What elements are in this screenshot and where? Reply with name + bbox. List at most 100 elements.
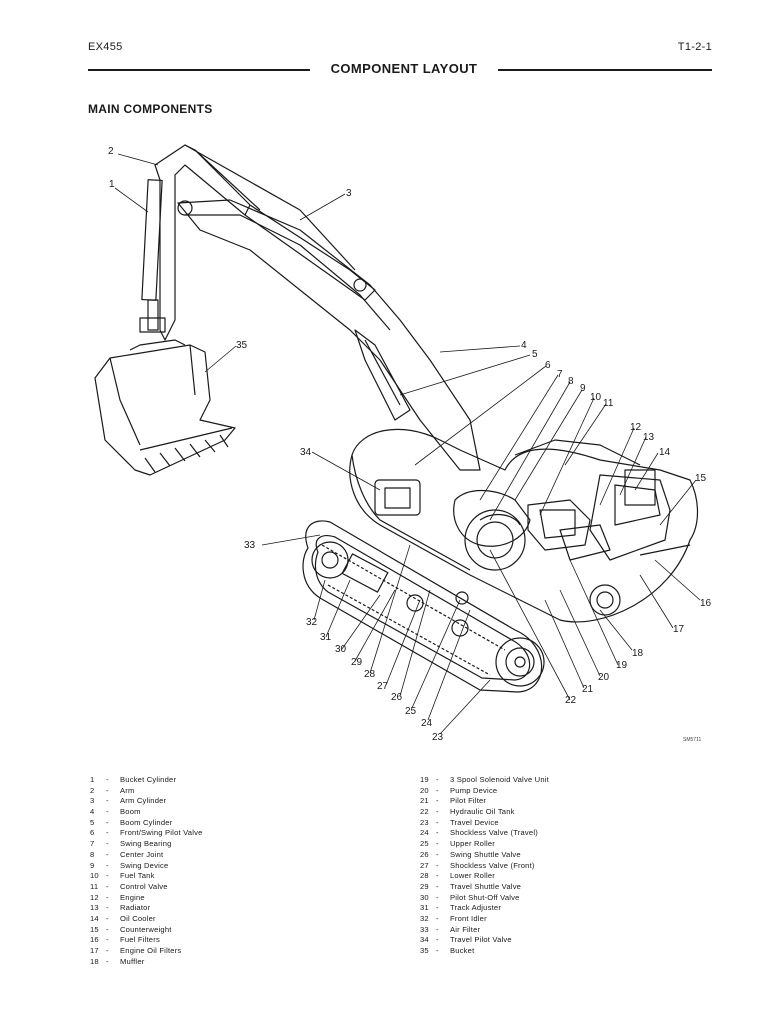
legend-label: Front Idler xyxy=(450,913,487,923)
legend-item: 13- Radiator xyxy=(90,903,203,914)
legend-dash: - xyxy=(106,935,109,945)
callout-29: 29 xyxy=(351,657,363,668)
legend-dash: - xyxy=(436,775,439,784)
legend-number: 27 xyxy=(420,860,429,870)
legend-item: 3-Arm Cylinder xyxy=(90,796,203,807)
legend-column-1: 1-Bucket Cylinder 2-Arm 3-Arm Cylinder 4… xyxy=(90,775,203,967)
legend-number: 24 xyxy=(420,828,429,838)
legend-item: 16-Fuel Filters xyxy=(90,935,203,946)
bucket xyxy=(94,339,236,476)
model-code: EX455 xyxy=(88,41,123,53)
legend-number: 34 xyxy=(420,935,429,945)
legend-number: 35 xyxy=(420,946,429,955)
callout-22: 22 xyxy=(565,695,577,706)
legend-number: 13 xyxy=(90,903,99,913)
legend-dash: - xyxy=(106,903,109,913)
legend-label: Air Filter xyxy=(450,924,481,934)
callout-16: 16 xyxy=(700,598,712,609)
legend-item: 30-Pilot Shut-Off Valve xyxy=(420,893,549,904)
legend-dash: - xyxy=(436,903,439,913)
legend-item: 29-Travel Shuttle Valve xyxy=(420,882,549,893)
legend-dash: - xyxy=(436,817,439,827)
callout-12: 12 xyxy=(630,422,642,433)
callout-20: 20 xyxy=(598,672,610,683)
callout-19: 19 xyxy=(616,660,628,671)
boom xyxy=(177,199,481,471)
legend-number: 20 xyxy=(420,785,429,795)
legend-dash: - xyxy=(106,956,109,966)
legend-item: 8-Center Joint xyxy=(90,850,203,861)
legend-label: Fuel Filters xyxy=(120,935,160,945)
legend-item: 7-Swing Bearing xyxy=(90,839,203,850)
callout-5: 5 xyxy=(532,349,538,360)
legend-item: 26-Swing Shuttle Valve xyxy=(420,850,549,861)
legend-dash: - xyxy=(436,796,439,806)
legend-item: 9-Swing Device xyxy=(90,861,203,872)
legend-number: 32 xyxy=(420,913,429,923)
legend-label: Lower Roller xyxy=(450,871,496,881)
callout-25: 25 xyxy=(405,706,417,717)
callout-11: 11 xyxy=(603,398,614,409)
legend-label: Swing Shuttle Valve xyxy=(450,849,521,859)
legend-number: 8 xyxy=(90,849,95,859)
callout-23: 23 xyxy=(432,732,444,743)
legend-dash: - xyxy=(106,871,109,881)
legend-label: 3 Spool Solenoid Valve Unit xyxy=(450,775,549,784)
legend-item: 28-Lower Roller xyxy=(420,871,549,882)
legend-label: Control Valve xyxy=(120,881,168,891)
legend-number: 21 xyxy=(420,796,429,806)
legend-item: 18- Muffler xyxy=(90,957,203,968)
legend-number: 18 xyxy=(90,956,99,966)
callout-15: 15 xyxy=(695,473,707,484)
legend-label: Pilot Shut-Off Valve xyxy=(450,892,520,902)
legend-number: 26 xyxy=(420,849,429,859)
legend-label: Radiator xyxy=(120,903,151,913)
legend-number: 4 xyxy=(90,807,95,817)
callout-26: 26 xyxy=(391,692,403,703)
legend-dash: - xyxy=(436,881,439,891)
legend-label: Oil Cooler xyxy=(120,913,156,923)
legend-number: 30 xyxy=(420,892,429,902)
callout-31: 31 xyxy=(320,632,332,643)
leader-lines xyxy=(114,153,701,735)
legend-dash: - xyxy=(106,849,109,859)
callout-21: 21 xyxy=(582,684,594,695)
legend-label: Hydraulic Oil Tank xyxy=(450,807,515,817)
legend-label: Arm xyxy=(120,785,135,795)
page-title: COMPONENT LAYOUT xyxy=(330,61,478,76)
legend-number: 9 xyxy=(90,860,95,870)
legend-label: Bucket Cylinder xyxy=(120,775,177,784)
legend-item: 4-Boom xyxy=(90,807,203,818)
legend-dash: - xyxy=(106,807,109,817)
legend-number: 25 xyxy=(420,839,429,849)
callout-10: 10 xyxy=(590,392,602,403)
legend-dash: - xyxy=(106,796,109,806)
legend-number: 5 xyxy=(90,817,95,827)
legend-item: 33-Air Filter xyxy=(420,925,549,936)
legend-item: 1-Bucket Cylinder xyxy=(90,775,203,786)
legend-dash: - xyxy=(106,860,109,870)
legend-number: 23 xyxy=(420,817,429,827)
callout-24: 24 xyxy=(421,718,433,729)
legend-dash: - xyxy=(106,881,109,891)
legend-label: Boom Cylinder xyxy=(120,817,173,827)
callout-17: 17 xyxy=(673,624,685,635)
section-heading: MAIN COMPONENTS xyxy=(88,102,213,116)
legend-label: Track Adjuster xyxy=(450,903,502,913)
legend-label: Counterweight xyxy=(120,924,172,934)
legend-number: 15 xyxy=(90,924,99,934)
legend-label: Bucket xyxy=(450,946,475,955)
title-rule-right xyxy=(498,69,712,71)
legend-number: 7 xyxy=(90,839,95,849)
callout-6: 6 xyxy=(545,360,551,371)
legend-number: 3 xyxy=(90,796,95,806)
legend-label: Muffler xyxy=(120,956,145,966)
legend-item: 10-Fuel Tank xyxy=(90,871,203,882)
legend-item: 35- Bucket xyxy=(420,946,549,957)
legend-item: 20-Pump Device xyxy=(420,786,549,797)
legend-item: 17-Engine Oil Filters xyxy=(90,946,203,957)
legend-item: 12-Engine xyxy=(90,893,203,904)
legend-item: 27-Shockless Valve (Front) xyxy=(420,861,549,872)
legend-dash: - xyxy=(436,946,439,955)
